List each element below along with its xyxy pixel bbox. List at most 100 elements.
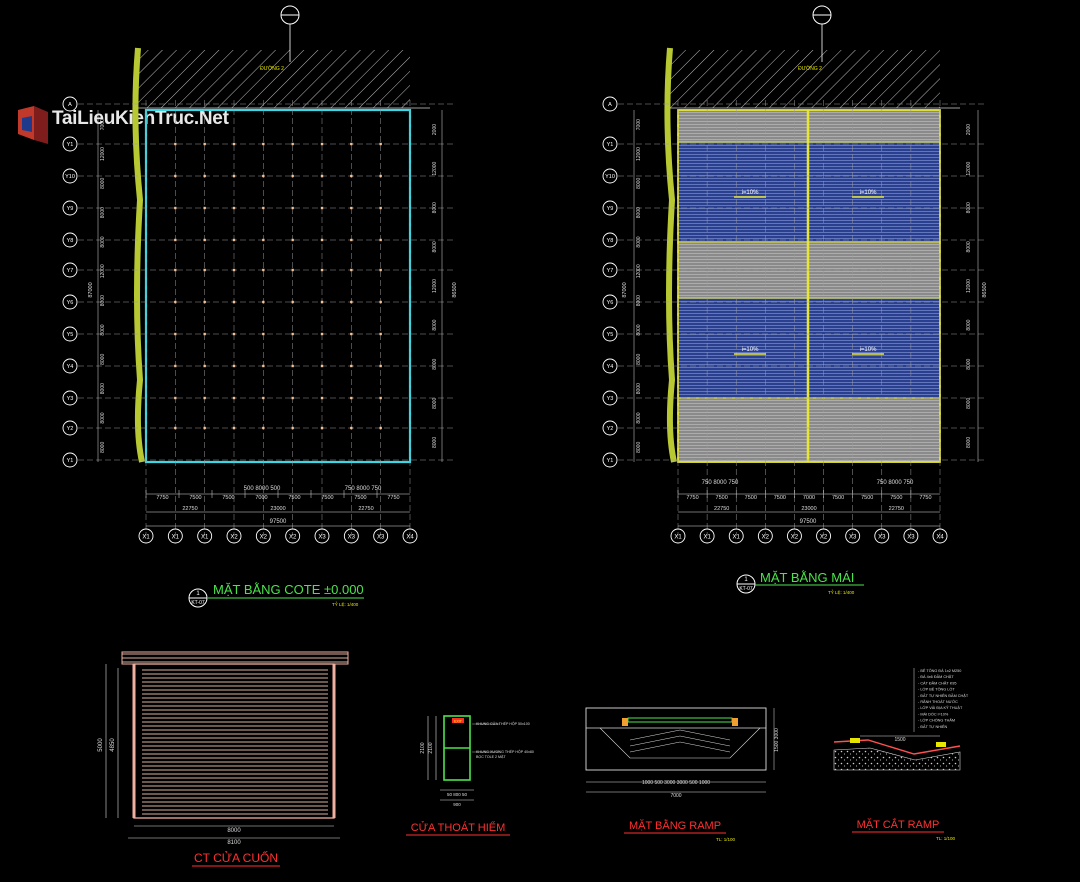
row-bubble — [62, 326, 78, 342]
column-marker — [320, 238, 324, 242]
column-marker — [262, 268, 265, 272]
north-arrow — [280, 5, 300, 62]
column-bubble — [903, 528, 919, 544]
column-marker — [262, 426, 265, 430]
bottom-dim-value: 7500 — [745, 495, 757, 501]
side-dim-value: 12000 — [966, 161, 972, 175]
bottom-dim-value: 22750 — [714, 506, 729, 512]
side-dim-value: 7000 — [100, 119, 106, 130]
column-bubble-label: X3 — [849, 535, 857, 541]
row-bubble — [602, 420, 618, 436]
column-marker — [232, 332, 236, 336]
column-marker — [291, 396, 294, 400]
side-dim-value: 12000 — [432, 161, 438, 175]
road-label: ĐƯỜNG 2 — [260, 65, 284, 72]
landscape-strip-left — [664, 47, 677, 463]
side-dim-value: 12000 — [100, 147, 106, 161]
row-bubble — [602, 452, 618, 468]
column-bubble-label: X1 — [172, 535, 180, 541]
column-marker — [320, 268, 324, 272]
side-dim-value: 8000 — [966, 437, 972, 448]
ramp-note: - LỚP VẢI ĐỊA KỸ THUẬT — [918, 705, 963, 710]
bottom-total: 97500 — [800, 519, 817, 525]
column-marker — [203, 396, 206, 400]
column-marker — [203, 300, 206, 304]
column-bubble-label: X3 — [348, 535, 356, 541]
row-bubble-label: Y1 — [607, 458, 614, 464]
column-bubble-label: X2 — [820, 535, 828, 541]
row-bubble-label: Y10 — [65, 174, 75, 180]
side-dim-value: 8000 — [432, 241, 438, 252]
row-bubble — [602, 390, 618, 406]
ramp-note: - LỚP CHỐNG THẤM — [918, 718, 955, 723]
row-bubble — [62, 358, 78, 374]
ramp-section-notes: - BÊ TÔNG ĐÁ 1x2 M250- ĐÁ 4x6 ĐẦM CHẶT- … — [918, 668, 969, 729]
door-dim-height2: 4850 — [110, 738, 116, 752]
side-dim-value: 7000 — [636, 119, 642, 130]
plan-title: MẶT BẰNG MÁI — [760, 570, 854, 585]
structural-grid — [618, 100, 984, 536]
column-marker — [203, 206, 206, 210]
column-bubble — [786, 528, 802, 544]
column-bubble-label: X1 — [142, 535, 150, 541]
column-marker — [232, 268, 236, 272]
row-bubble — [62, 420, 78, 436]
ramp-plan-scale: TL: 1/100 — [716, 837, 736, 842]
side-total: 86500 — [452, 282, 458, 297]
bottom-dim-value: 7500 — [832, 495, 844, 501]
side-dim-value: 8000 — [100, 442, 106, 453]
exit-dim-h1: 2100 — [420, 742, 426, 753]
column-marker — [203, 426, 206, 430]
row-bubble-label: Y1 — [67, 458, 74, 464]
column-marker — [174, 206, 177, 210]
column-marker — [350, 206, 353, 210]
ramp-section-fill — [833, 747, 961, 771]
column-bubble — [874, 528, 890, 544]
column-bubble — [285, 528, 301, 544]
column-marker — [320, 142, 324, 146]
column-marker — [232, 142, 236, 146]
column-marker — [232, 364, 236, 368]
roller-door-detail: 8000 8100 5000 4850 CT CỬA CUỐN — [98, 651, 349, 867]
column-marker — [262, 142, 265, 146]
column-marker — [232, 426, 236, 430]
title-ref-bottom: KT-07 — [191, 600, 205, 606]
column-bubble — [138, 528, 154, 544]
bottom-dim-value: 7500 — [189, 495, 201, 501]
column-marker — [203, 238, 206, 242]
column-marker — [262, 174, 265, 178]
side-dim-value: 12000 — [636, 264, 642, 278]
row-bubble-label: Y2 — [67, 426, 74, 432]
door-title: CT CỬA CUỐN — [194, 850, 278, 865]
column-marker — [291, 300, 294, 304]
side-dim-value: 8000 — [966, 319, 972, 330]
bottom-dim-value: 7500 — [354, 495, 366, 501]
side-dim-value: 8000 — [636, 236, 642, 247]
row-bubble — [602, 294, 618, 310]
column-marker — [350, 142, 353, 146]
row-bubble-label: Y3 — [607, 396, 614, 402]
column-bubble-label: X1 — [733, 535, 741, 541]
bottom-dim-value: 7500 — [321, 495, 333, 501]
door-dims-a: 750 8000 750 — [702, 480, 739, 486]
plan-scale: TỶ LỆ: 1/400 — [828, 588, 855, 595]
column-marker — [350, 364, 353, 368]
side-dim-value: 8000 — [636, 295, 642, 306]
ramp-plan-title: MẶT BẰNG RAMP — [629, 819, 721, 832]
row-bubble-label: Y1 — [67, 142, 74, 148]
side-dim-value: 8000 — [636, 207, 642, 218]
column-marker — [379, 332, 382, 336]
column-bubble-label: X3 — [377, 535, 385, 541]
column-marker — [291, 174, 294, 178]
row-bubble — [602, 136, 618, 152]
column-bubble — [167, 528, 183, 544]
roof-plan-right: ĐƯỜNG 2 i=10% i=10% i=10% i=10% — [602, 5, 988, 595]
plan-title-block: 1 KT-07 MẶT BẰNG MÁI TỶ LỆ: 1/400 — [736, 570, 864, 595]
column-bubble — [845, 528, 861, 544]
column-marker — [232, 174, 236, 178]
side-dim-value: 12000 — [100, 264, 106, 278]
slope-label: i=10% — [860, 347, 878, 353]
